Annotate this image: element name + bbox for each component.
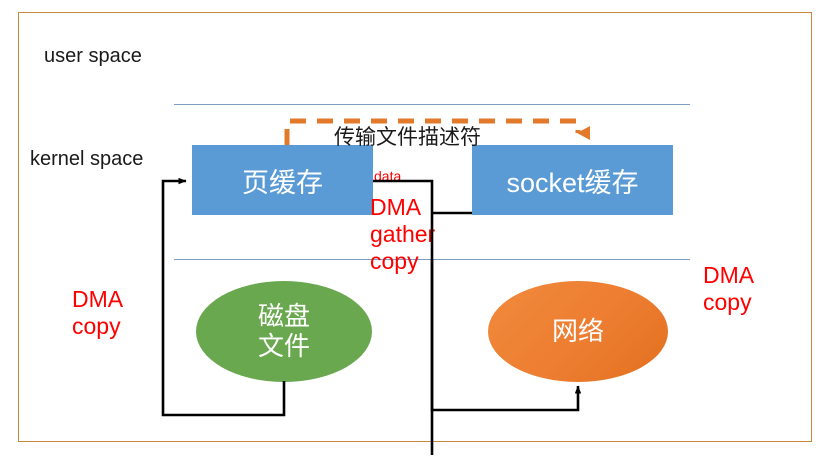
network-label: 网络 bbox=[551, 315, 604, 346]
socket-buffer-box: socket缓存 bbox=[472, 145, 673, 215]
page-cache-box: 页缓存 bbox=[192, 145, 373, 215]
divider-user-kernel bbox=[174, 104, 690, 105]
user-space-label: user space bbox=[44, 45, 142, 67]
data-annotation: data bbox=[374, 168, 402, 184]
disk-file-ellipse: 磁盘 文件 bbox=[196, 281, 372, 382]
dma-gather-copy-annotation: DMA gather copy bbox=[370, 194, 436, 275]
kernel-space-label: kernel space bbox=[30, 148, 144, 170]
socket-buffer-label: socket缓存 bbox=[506, 167, 639, 198]
dma-copy-left-annotation: DMA copy bbox=[72, 286, 124, 340]
dma-copy-right-annotation: DMA copy bbox=[703, 262, 755, 316]
transfer-descriptor-label: 传输文件描述符 bbox=[334, 126, 481, 149]
network-ellipse: 网络 bbox=[488, 281, 668, 382]
disk-file-label-line1: 磁盘 bbox=[257, 300, 310, 331]
page-cache-label: 页缓存 bbox=[242, 167, 323, 198]
disk-file-label-line2: 文件 bbox=[257, 330, 310, 361]
